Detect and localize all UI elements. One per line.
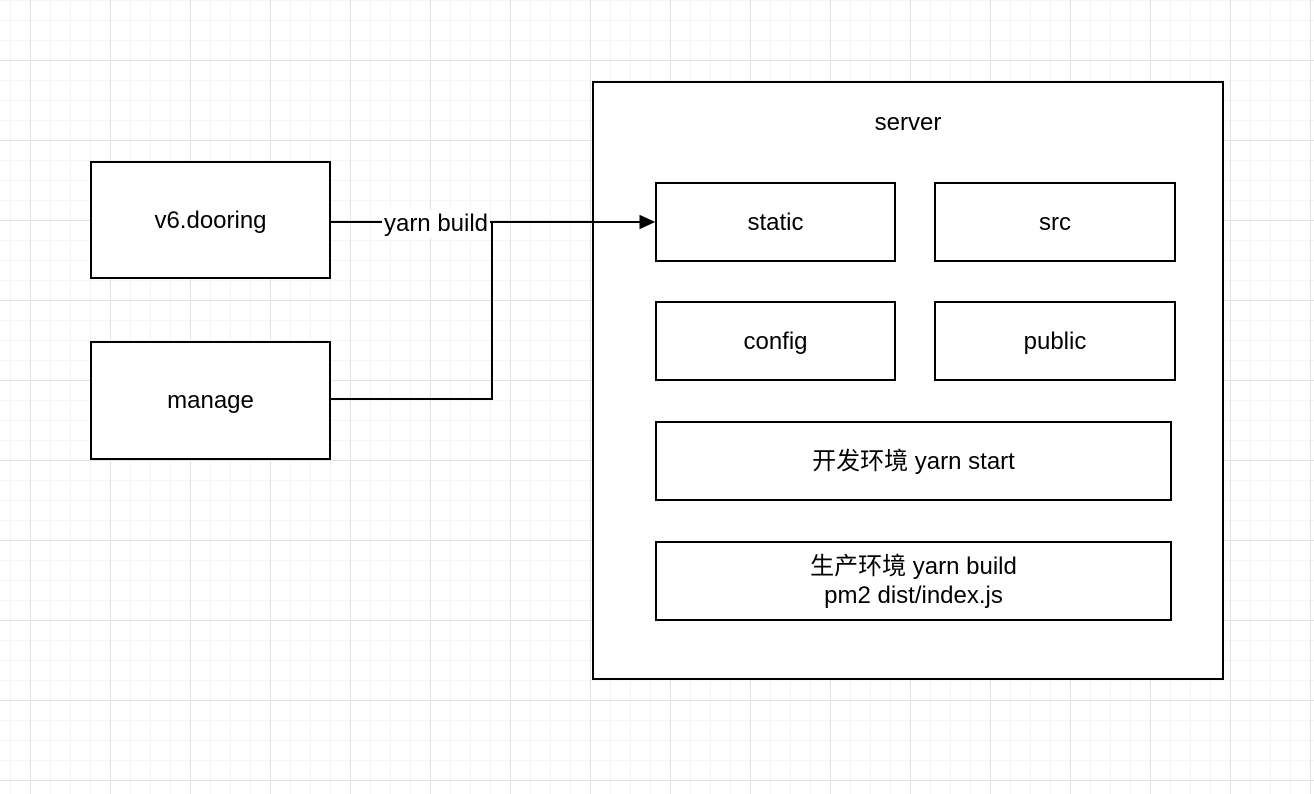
edge-arrowhead — [639, 214, 656, 230]
node-prod-env-label-line2: pm2 dist/index.js — [824, 582, 1003, 609]
node-manage[interactable]: manage — [90, 341, 331, 460]
node-static[interactable]: static — [655, 182, 896, 262]
node-public-label: public — [1023, 327, 1087, 355]
node-manage-label: manage — [167, 387, 254, 414]
node-prod-env-label-line1: 生产环境 yarn build — [810, 553, 1017, 580]
node-dev-env[interactable]: 开发环境 yarn start — [655, 421, 1172, 501]
node-dev-env-label: 开发环境 yarn start — [812, 447, 1015, 475]
node-src[interactable]: src — [934, 182, 1176, 262]
node-v6dooring[interactable]: v6.dooring — [90, 161, 331, 279]
node-static-label: static — [747, 208, 804, 236]
node-server-label: server — [874, 109, 942, 136]
node-src-label: src — [1039, 208, 1071, 236]
edge-label-yarn-build: yarn build — [381, 210, 491, 238]
node-prod-env[interactable]: 生产环境 yarn build pm2 dist/index.js — [655, 541, 1172, 621]
node-config[interactable]: config — [655, 301, 896, 381]
node-v6dooring-label: v6.dooring — [154, 206, 267, 234]
node-public[interactable]: public — [934, 301, 1176, 381]
node-config-label: config — [743, 327, 808, 355]
